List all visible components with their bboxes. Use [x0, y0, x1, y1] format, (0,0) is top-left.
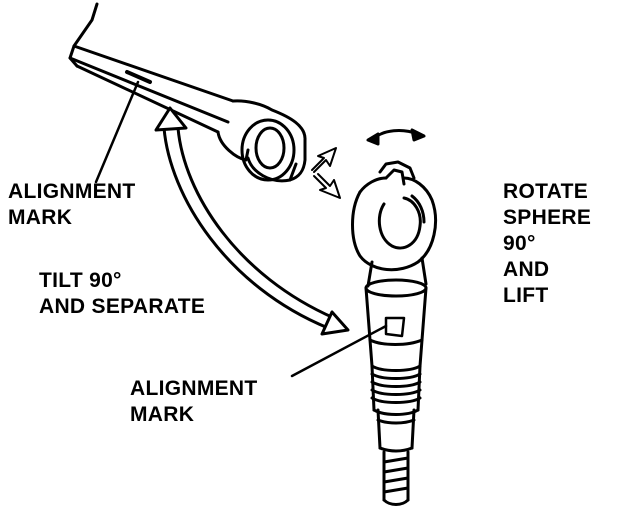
- rotate-line-4: AND: [503, 258, 550, 281]
- socket-arm: [68, 2, 307, 183]
- rotate-line-3: 90°: [503, 232, 536, 255]
- rotate-sphere-label: ROTATE SPHERE 90° AND LIFT: [503, 179, 591, 309]
- rotate-line-5: LIFT: [503, 284, 549, 307]
- leader-line-lower-mark: [290, 324, 388, 378]
- alignment-mark-lower-line-1: ALIGNMENT: [130, 377, 258, 400]
- tilt-arc-arrow: [154, 106, 350, 336]
- tilt-line-2: AND SEPARATE: [39, 295, 206, 318]
- tilt-line-1: TILT 90°: [39, 269, 122, 292]
- rotate-arrow: [366, 128, 426, 146]
- ball-stud: [351, 160, 437, 506]
- alignment-mark-upper-label: ALIGNMENT MARK: [8, 179, 136, 231]
- leader-lines: [94, 80, 388, 378]
- leader-line-upper-mark: [94, 80, 140, 184]
- alignment-mark-upper-line-2: MARK: [8, 206, 73, 229]
- alignment-mark-lower-label: ALIGNMENT MARK: [130, 376, 258, 428]
- tilt-and-separate-label: TILT 90° AND SEPARATE: [39, 268, 205, 320]
- separate-arrow: [311, 147, 341, 199]
- alignment-mark-upper-line-1: ALIGNMENT: [8, 180, 136, 203]
- rotate-line-1: ROTATE: [503, 180, 589, 203]
- alignment-mark-lower-line-2: MARK: [130, 403, 195, 426]
- rotate-line-2: SPHERE: [503, 206, 592, 229]
